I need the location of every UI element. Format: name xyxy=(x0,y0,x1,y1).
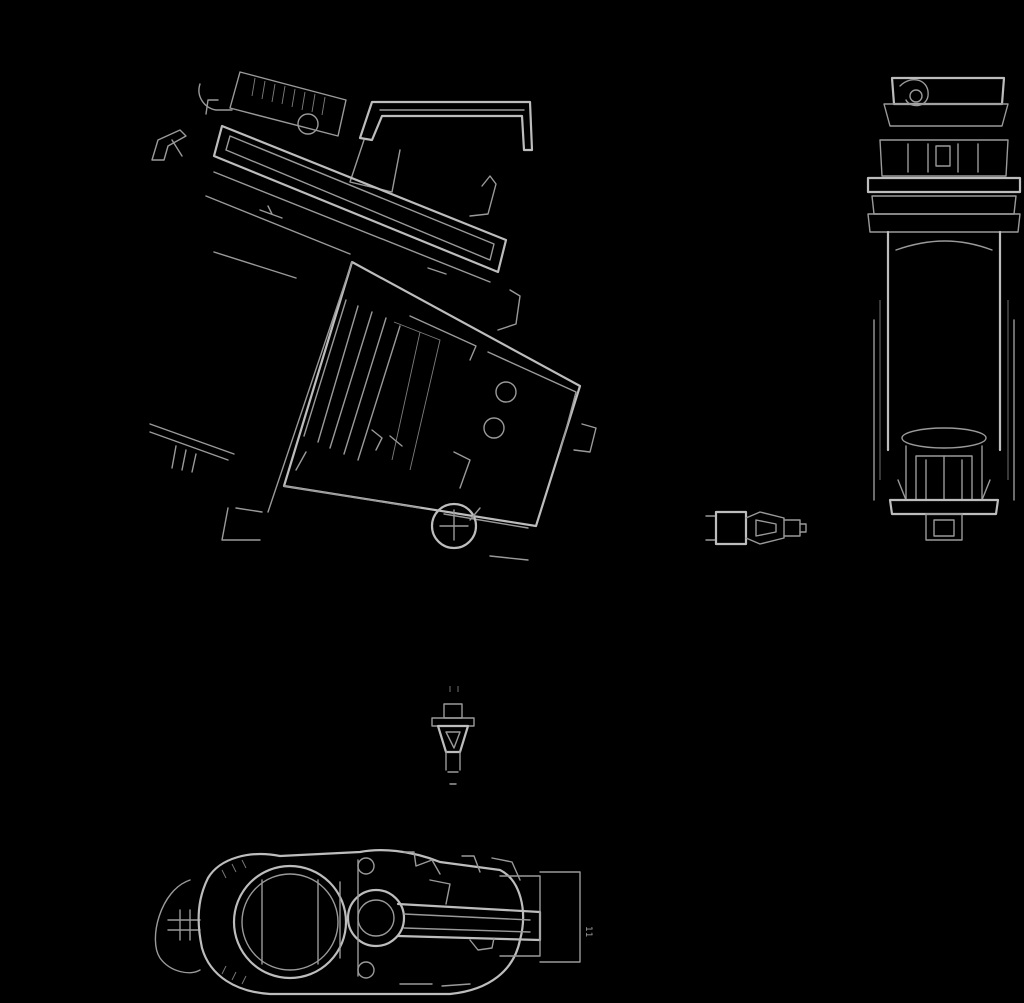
top-plan-view: 11 xyxy=(154,849,593,996)
plan-large-circle xyxy=(232,864,348,980)
elevation-cylinder xyxy=(873,230,1015,501)
side-elevation-view xyxy=(866,76,1022,541)
isometric-view xyxy=(149,71,597,561)
isometric-grip xyxy=(198,71,347,137)
elevation-top-cap xyxy=(883,76,1009,127)
plan-label: 11 xyxy=(583,926,593,937)
plan-hub xyxy=(339,857,406,979)
plan-right-details xyxy=(399,851,581,987)
plan-left-cap xyxy=(154,879,201,974)
isometric-lower-left-detail xyxy=(149,423,263,541)
elevation-bottom-housing xyxy=(888,427,1000,541)
isometric-round-fixture xyxy=(430,502,529,561)
elevation-collar xyxy=(866,139,1022,233)
plan-ribs xyxy=(221,859,247,985)
isometric-bracket xyxy=(151,129,187,161)
small-part-vertical-view xyxy=(431,686,475,785)
isometric-slide-bar xyxy=(205,124,508,283)
small-part-side-view xyxy=(705,510,807,546)
isometric-handle xyxy=(349,100,534,193)
isometric-main-body xyxy=(267,260,597,529)
